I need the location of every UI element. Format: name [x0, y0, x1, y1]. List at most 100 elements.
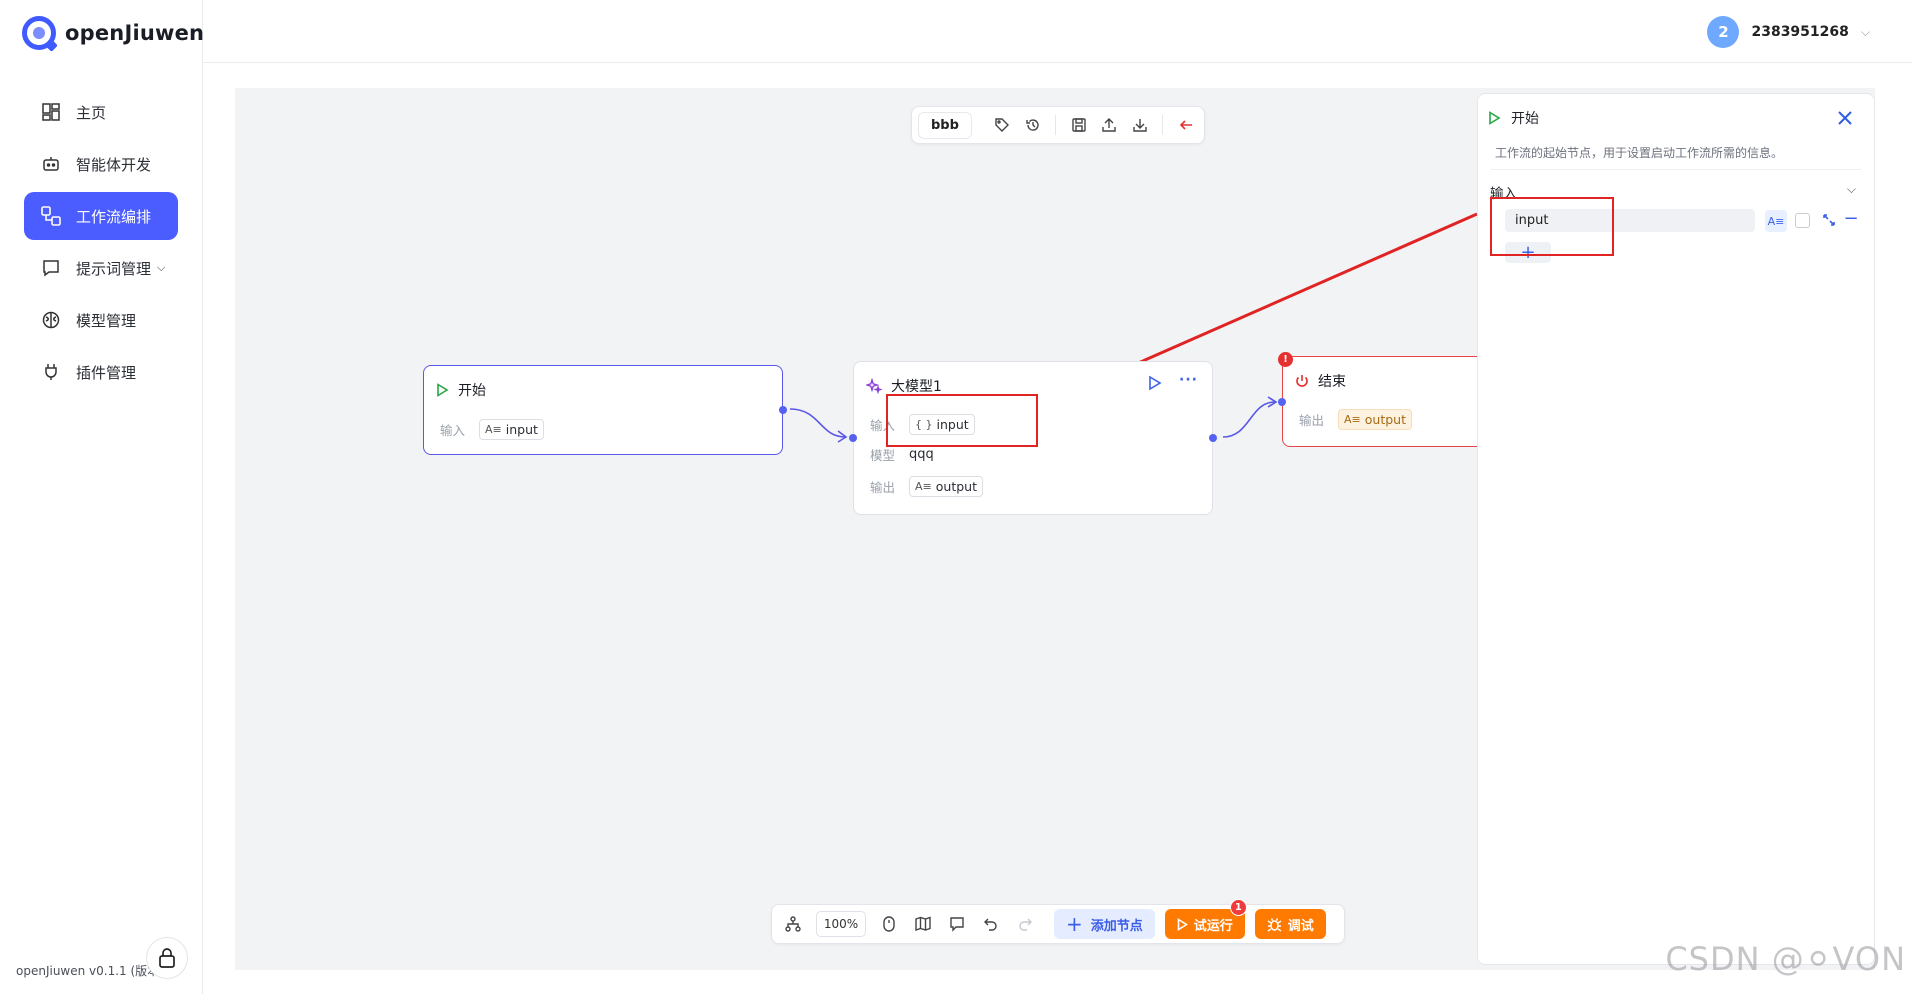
field-label: 模型: [870, 448, 896, 463]
text-type-icon: A≡: [485, 423, 502, 436]
sidebar-item-label: 工作流编排: [76, 207, 152, 226]
watermark: CSDN @⚪VON: [1665, 940, 1906, 978]
dashboard-icon: [40, 101, 62, 123]
zoom-level[interactable]: 100%: [816, 911, 866, 937]
expand-icon[interactable]: [1820, 211, 1838, 229]
add-node-button[interactable]: + 添加节点: [1054, 909, 1155, 939]
brain-icon: [40, 309, 62, 331]
input-port[interactable]: [1278, 398, 1286, 406]
sidebar-item-label: 智能体开发: [76, 155, 152, 174]
chevron-down-icon: ⌵: [157, 261, 166, 274]
auto-layout-icon[interactable]: [778, 910, 808, 938]
redo-icon[interactable]: [1010, 910, 1040, 938]
variable-tag: { }input: [909, 414, 975, 435]
play-icon: [1177, 917, 1188, 931]
close-button[interactable]: [1834, 107, 1856, 129]
user-menu[interactable]: 2 2383951268 ⌵: [1707, 16, 1870, 48]
bottom-toolbar: 100% + 添加节点 试运行 1 调试: [771, 899, 1345, 944]
node-end[interactable]: 结束 输出 A≡output: [1278, 356, 1482, 447]
brand-name: openJiuwen: [65, 21, 205, 45]
robot-icon: [40, 153, 62, 175]
annotation-box-panel-input: [1490, 197, 1614, 256]
button-label: 添加节点: [1090, 918, 1143, 934]
avatar[interactable]: 2: [1707, 16, 1740, 48]
add-variable-button[interactable]: +: [1505, 242, 1551, 263]
node-title: 大模型1: [866, 376, 942, 396]
annotation-box-llm-input: [886, 394, 1038, 447]
comment-icon[interactable]: [942, 910, 972, 938]
panel-description: 工作流的起始节点，用于设置启动工作流所需的信息。: [1495, 146, 1784, 160]
error-badge: !: [1278, 352, 1293, 367]
workflow-icon: [40, 205, 62, 227]
chevron-down-icon[interactable]: ⌵: [1846, 182, 1856, 196]
username: 2383951268: [1751, 24, 1849, 40]
more-icon[interactable]: ···: [1179, 372, 1198, 388]
download-icon[interactable]: [1128, 111, 1153, 139]
history-icon[interactable]: [1021, 111, 1046, 139]
sidebar: openJiuwen 主页 智能体开发 工作流编排 提示词管理 ⌵ 模型管理: [0, 0, 204, 994]
node-output-row: 输出 A≡output: [870, 476, 983, 497]
brand[interactable]: openJiuwen: [22, 14, 204, 52]
input-port[interactable]: [849, 434, 857, 442]
field-label: 输入: [440, 423, 466, 438]
text-type-button[interactable]: A≡: [1765, 210, 1787, 232]
play-icon: [437, 383, 449, 397]
field-label: 输出: [1299, 413, 1325, 428]
node-title-text: 开始: [458, 383, 486, 399]
sidebar-item-label: 主页: [76, 103, 107, 122]
output-port[interactable]: [779, 406, 787, 414]
text-type-icon: A≡: [915, 480, 932, 493]
variable-name: input: [505, 422, 538, 437]
workflow-name[interactable]: bbb: [918, 111, 972, 139]
panel-title: 开始: [1488, 108, 1539, 128]
bug-icon: [1267, 917, 1282, 932]
sidebar-item-label: 插件管理: [76, 363, 137, 382]
plus-icon: +: [1066, 912, 1083, 936]
mouse-icon[interactable]: [874, 910, 904, 938]
node-title: 开始: [436, 380, 486, 400]
variable-tag: A≡input: [479, 419, 544, 440]
minimap-icon[interactable]: [908, 910, 938, 938]
tag-icon[interactable]: [990, 111, 1015, 139]
node-llm[interactable]: 大模型1 ··· 输入 { }input 模型 qqq 输出 A≡output: [849, 361, 1217, 515]
power-icon: [1296, 375, 1308, 387]
test-run-button[interactable]: 试运行 1: [1164, 899, 1247, 939]
variable-name-input[interactable]: [1505, 209, 1755, 232]
node-output-row: 输出 A≡output: [1299, 409, 1412, 430]
variable-name: output: [1364, 412, 1406, 427]
node-config-panel: 开始 工作流的起始节点，用于设置启动工作流所需的信息。 输入 ⌵ A≡ − +: [1477, 93, 1875, 965]
remove-variable-button[interactable]: −: [1843, 207, 1859, 229]
button-label: 调试: [1287, 918, 1314, 934]
sidebar-item-label: 提示词管理: [76, 259, 152, 278]
sidebar-item-home[interactable]: 主页: [24, 88, 178, 136]
upload-icon[interactable]: [1097, 111, 1122, 139]
debug-button[interactable]: 调试: [1254, 909, 1326, 939]
button-label: 试运行: [1193, 918, 1233, 934]
sidebar-item-prompts[interactable]: 提示词管理 ⌵: [24, 244, 178, 292]
lock-icon: [159, 948, 175, 968]
play-icon: [1489, 111, 1501, 125]
lock-button[interactable]: [146, 937, 188, 979]
node-title: 结束: [1295, 371, 1346, 391]
undo-icon[interactable]: [976, 910, 1006, 938]
header: 2 2383951268 ⌵: [203, 0, 1912, 63]
sidebar-item-agent-dev[interactable]: 智能体开发: [24, 140, 178, 188]
sidebar-item-models[interactable]: 模型管理: [24, 296, 178, 344]
toolbar-divider: [1162, 115, 1164, 135]
panel-title-text: 开始: [1511, 111, 1539, 127]
node-start[interactable]: 开始 输入 A≡input: [423, 365, 787, 455]
back-arrow-icon[interactable]: [1173, 111, 1198, 139]
node-title-text: 大模型1: [891, 379, 942, 395]
edge-start-to-llm: [789, 408, 846, 438]
chevron-down-icon[interactable]: ⌵: [1860, 24, 1870, 39]
run-node-icon[interactable]: [1148, 375, 1162, 395]
variable-tag: A≡output: [909, 476, 983, 497]
sidebar-item-workflow[interactable]: 工作流编排: [24, 192, 178, 240]
sidebar-item-plugins[interactable]: 插件管理: [24, 348, 178, 396]
save-icon[interactable]: [1066, 111, 1091, 139]
output-port[interactable]: [1209, 434, 1217, 442]
required-checkbox[interactable]: [1795, 213, 1810, 228]
panel-divider: [1491, 169, 1861, 170]
field-label: 输出: [870, 480, 896, 495]
version-label: openJiuwen v0.1.1 (版本): [16, 964, 164, 978]
